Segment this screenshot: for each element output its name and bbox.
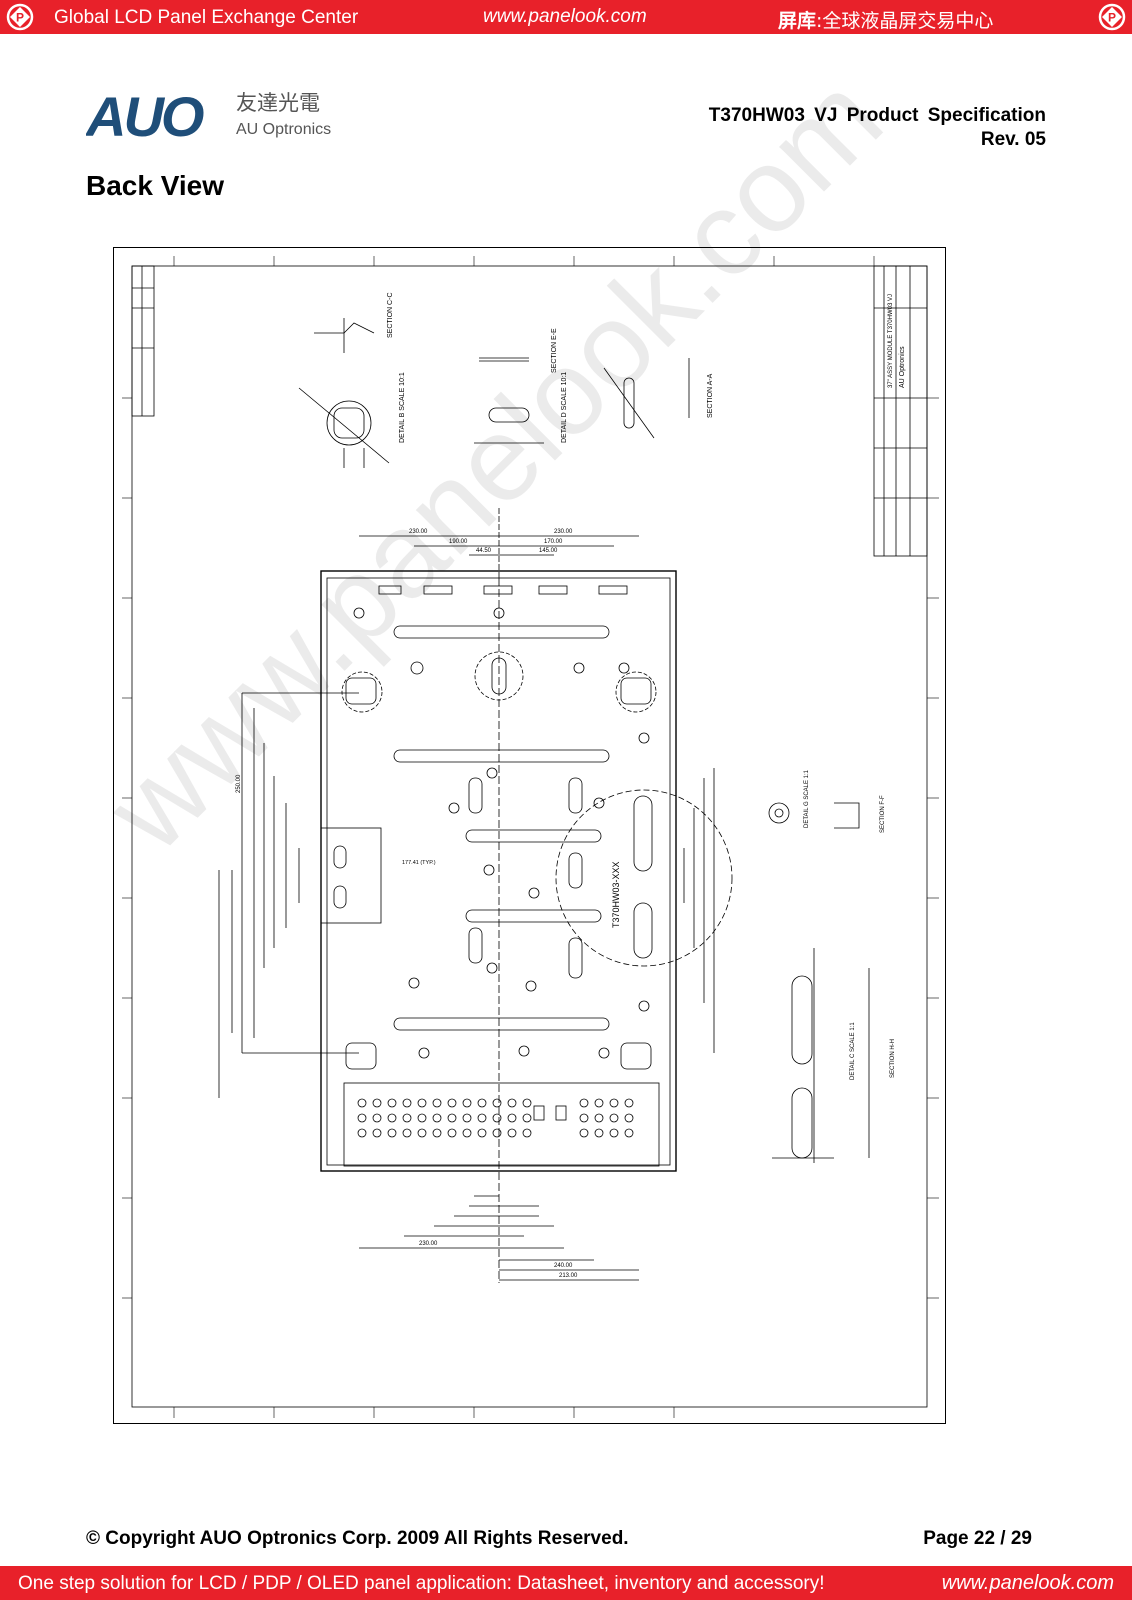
spec-model-line: T370HW03 VJ Product Specification [708,105,1046,126]
label-section-cc: SECTION C-C [387,293,394,339]
top-banner: P Global LCD Panel Exchange Center www.p… [0,0,1132,34]
page-number: Page 22 / 29 [923,1528,1032,1549]
banner-url-link[interactable]: www.panelook.com [483,6,647,27]
mechanical-drawing: AU Optronics 37" ASSY MODULE T370HW03 VJ… [122,256,939,1418]
dim-2500: 250.00 [236,774,242,793]
logo-chinese: 友達光電 [236,91,320,115]
label-detail-b: DETAIL B SCALE 10:1 [399,372,406,443]
label-detail-c: DETAIL C SCALE 1:1 [850,1022,856,1080]
label-section-ff: SECTION F-F [880,795,886,833]
panelook-logo-icon[interactable]: P [6,3,34,31]
title-block-model: 37" ASSY MODULE T370HW03 VJ [888,294,894,388]
bottom-banner-text: One step solution for LCD / PDP / OLED p… [18,1573,825,1594]
label-section-aa: SECTION A-A [707,373,714,418]
label-section-hh: SECTION H-H [890,1039,896,1078]
bottom-banner-url-link[interactable]: www.panelook.com [941,1572,1114,1594]
spec-title: T370HW03 VJ Product Specification Rev. 0… [709,104,1046,152]
page-title: Back View [86,170,225,201]
svg-text:P: P [1108,11,1116,25]
bottom-banner: One step solution for LCD / PDP / OLED p… [0,1566,1132,1600]
dim-177: 177.41 (TYP.) [402,860,436,866]
back-view-drawing: AU Optronics 37" ASSY MODULE T370HW03 VJ… [113,247,946,1424]
logo-brand: AUO [86,86,204,144]
svg-text:P: P [16,11,24,25]
dim-bottom-230: 230.00 [419,1241,438,1247]
dim-top-left: 230.00 [409,529,428,535]
label-detail-d: DETAIL D SCALE 10:1 [561,372,568,443]
dim-top-right: 230.00 [554,529,573,535]
banner-chinese-title: 屏库:全球液晶屏交易中心 [778,10,994,32]
model-marking: T370HW03-XXX [611,861,621,928]
dim-4450: 44.50 [476,548,492,554]
spec-revision: Rev. 05 [980,129,1046,150]
dim-bottom-213: 213.00 [559,1273,578,1279]
dim-190: 190.00 [449,539,468,545]
dim-170: 170.00 [544,539,563,545]
title-block-company: AU Optronics [899,346,906,388]
auo-logo: AUO 友達光電 AU Optronics [86,86,331,144]
label-section-ee: SECTION E-E [551,328,558,373]
copyright-notice: © Copyright AUO Optronics Corp. 2009 All… [86,1528,629,1549]
banner-title: Global LCD Panel Exchange Center [54,7,359,28]
label-detail-g: DETAIL G SCALE 1:1 [804,769,810,828]
logo-english: AU Optronics [236,121,331,138]
dim-145: 145.00 [539,548,558,554]
dim-bottom-240: 240.00 [554,1263,573,1269]
panelook-logo-icon[interactable]: P [1098,3,1126,31]
